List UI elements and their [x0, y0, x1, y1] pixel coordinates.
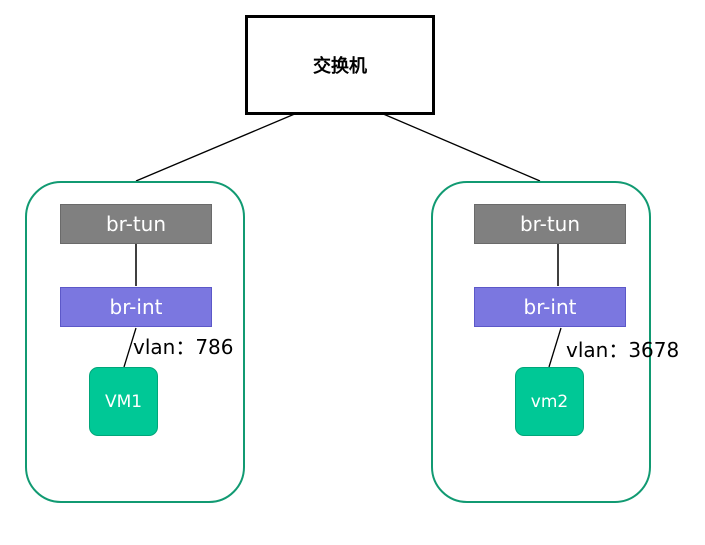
host2-br-tun-label: br-tun — [519, 212, 581, 236]
host2-br-int — [474, 287, 626, 327]
host1-vlan-label: vlan：786 — [133, 335, 234, 359]
switch-to-host2-link — [380, 112, 541, 182]
host2-vm: vm2 — [515, 367, 584, 436]
host-2 — [431, 181, 651, 503]
host2-vlan-label: vlan：3678 — [566, 338, 680, 362]
host-1 — [25, 181, 245, 503]
switch-to-host1-link — [135, 112, 298, 182]
host2-vm-label: vm2 — [530, 391, 569, 412]
host2-brint-vm-link — [548, 327, 562, 368]
host1-br-int — [60, 287, 212, 327]
host2-br-tun — [474, 204, 626, 244]
host1-vm-label: VM1 — [104, 391, 143, 412]
host1-brint-vm-link — [123, 327, 137, 368]
host1-br-tun — [60, 204, 212, 244]
host2-br-int-label: br-int — [523, 295, 577, 319]
switch-node: 交换机 — [245, 15, 435, 115]
host1-br-int-label: br-int — [109, 295, 163, 319]
host1-br-tun-label: br-tun — [105, 212, 167, 236]
host1-vm: VM1 — [89, 367, 158, 436]
switch-label: 交换机 — [313, 56, 367, 77]
